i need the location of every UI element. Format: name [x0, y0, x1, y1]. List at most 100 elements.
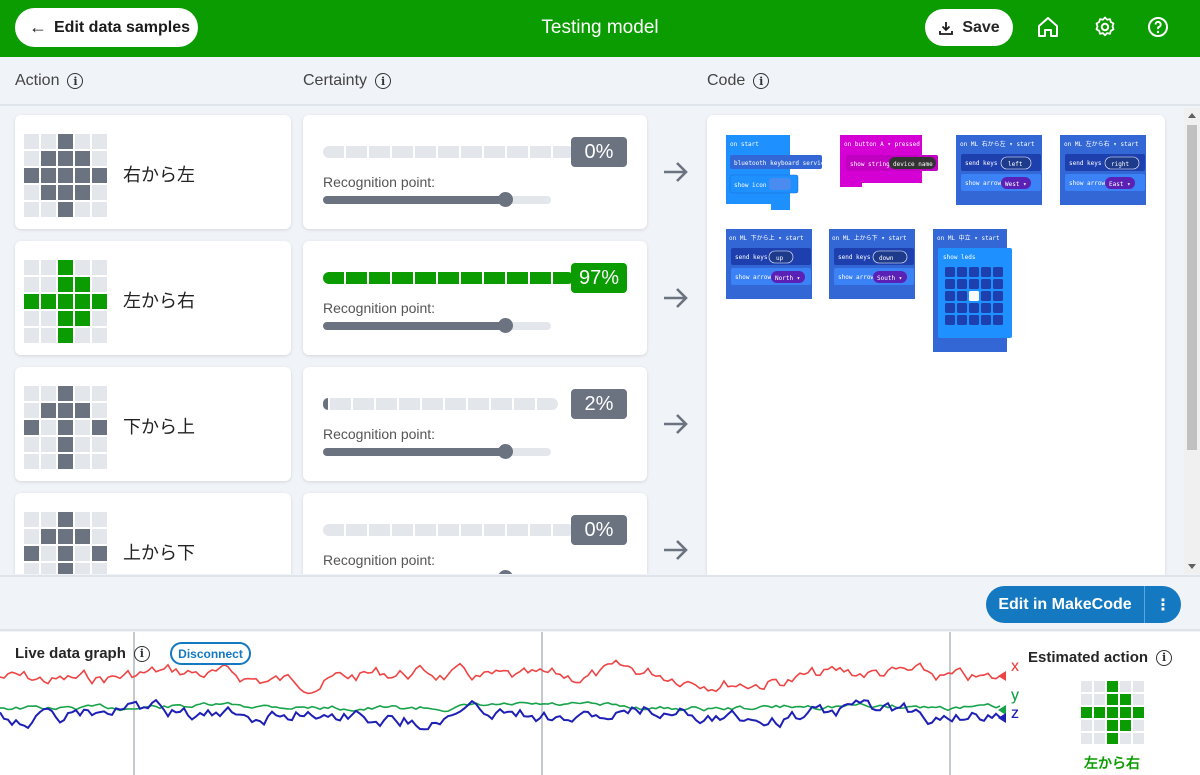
led-cell — [92, 529, 107, 544]
slider-handle[interactable] — [498, 444, 514, 459]
action-card[interactable]: 下から上 — [15, 367, 291, 481]
more-options-button[interactable]: ⋮ — [1144, 586, 1181, 623]
led-cell — [92, 403, 107, 418]
meter-segment — [553, 524, 574, 536]
led-cell — [1094, 707, 1105, 718]
scroll-down-icon[interactable] — [1188, 564, 1196, 569]
recognition-point-slider[interactable] — [323, 444, 551, 459]
block-text: send keys — [838, 254, 871, 261]
led-cell — [1081, 707, 1092, 718]
led-cell — [41, 185, 56, 200]
settings-gear-icon[interactable] — [1093, 15, 1117, 39]
help-icon[interactable] — [1146, 15, 1170, 39]
app-header: ← Edit data samples Testing model Save — [0, 0, 1200, 57]
led-cell — [41, 294, 56, 309]
meter-segment — [507, 524, 528, 536]
on-ml-block: on ML 中立 ▾ start show leds — [933, 229, 1012, 352]
code-preview-panel[interactable]: on start bluetooth keyboard service show… — [707, 115, 1165, 575]
led-cell — [75, 260, 90, 275]
led-cell — [75, 185, 90, 200]
x-axis-label: x — [1011, 658, 1019, 675]
slider-handle[interactable] — [498, 192, 514, 207]
led-cell — [1094, 681, 1105, 692]
led-cell — [92, 134, 107, 149]
action-rows-list[interactable]: 右から左 0% Recognition point: 左から右 97% Reco… — [0, 108, 700, 574]
led-cell — [24, 420, 39, 435]
certainty-column-header: Certainty i — [303, 72, 392, 90]
meter-segment — [330, 398, 351, 410]
led-cell — [75, 168, 90, 183]
block-text: send keys — [965, 160, 998, 167]
led-cell — [1120, 694, 1131, 705]
led-cell — [92, 168, 107, 183]
led-cell — [58, 386, 73, 401]
led-cell — [41, 563, 56, 574]
led-cell — [41, 277, 56, 292]
action-card[interactable]: 右から左 — [15, 115, 291, 229]
led-cell — [58, 277, 73, 292]
slider-handle[interactable] — [498, 318, 514, 333]
edit-in-makecode-button[interactable]: Edit in MakeCode — [986, 586, 1144, 623]
info-icon[interactable]: i — [67, 73, 84, 89]
recognition-point-slider[interactable] — [323, 192, 551, 207]
info-icon[interactable]: i — [1156, 649, 1173, 666]
led-cell — [92, 512, 107, 527]
meter-segment — [415, 524, 436, 536]
led-cell — [1081, 720, 1092, 731]
led-cell — [92, 277, 107, 292]
scrollbar-thumb[interactable] — [1187, 125, 1197, 450]
led-cell — [41, 546, 56, 561]
x-marker-icon — [998, 671, 1006, 681]
graph-title-label: Live data graph — [15, 645, 126, 662]
led-cell — [58, 185, 73, 200]
block-text: show leds — [943, 254, 976, 261]
led-cell — [58, 529, 73, 544]
led-cell — [993, 267, 1003, 277]
led-cell — [92, 311, 107, 326]
recognition-point-label: Recognition point: — [323, 300, 436, 316]
led-cell — [957, 303, 967, 313]
led-cell — [993, 291, 1003, 301]
led-cell — [58, 454, 73, 469]
page-title: Testing model — [541, 17, 659, 38]
block-text: send keys — [1069, 160, 1102, 167]
slider-handle[interactable] — [498, 570, 514, 574]
led-cell — [75, 311, 90, 326]
save-button[interactable]: Save — [925, 9, 1013, 46]
led-cell — [41, 168, 56, 183]
led-cell — [58, 202, 73, 217]
led-cell — [58, 151, 73, 166]
led-cell — [1133, 681, 1144, 692]
block-text: left — [1008, 161, 1023, 168]
code-scrollbar[interactable] — [1184, 108, 1200, 574]
block-text: show arrow — [965, 180, 1002, 187]
info-icon[interactable]: i — [375, 73, 392, 89]
scroll-up-icon[interactable] — [1188, 113, 1196, 118]
block-text: up — [776, 255, 784, 262]
led-cell — [1133, 707, 1144, 718]
led-cell — [58, 403, 73, 418]
meter-segment — [392, 272, 413, 284]
info-icon[interactable]: i — [753, 73, 770, 89]
led-cell — [58, 420, 73, 435]
led-cell — [92, 546, 107, 561]
action-card[interactable]: 上から下 — [15, 493, 291, 574]
recognition-point-slider[interactable] — [323, 318, 551, 333]
home-icon[interactable] — [1036, 15, 1060, 39]
disconnect-button[interactable]: Disconnect — [170, 642, 251, 665]
meter-segment — [537, 398, 558, 410]
led-cell — [75, 151, 90, 166]
info-icon[interactable]: i — [133, 645, 150, 662]
led-cell — [945, 267, 955, 277]
meter-segment — [484, 272, 505, 284]
led-cell — [41, 311, 56, 326]
action-card[interactable]: 左から右 — [15, 241, 291, 355]
action-led-icon — [24, 386, 107, 469]
edit-data-samples-button[interactable]: ← Edit data samples — [15, 8, 198, 47]
y-axis-label: y — [1011, 687, 1019, 704]
block-text: device name — [893, 161, 933, 168]
led-cell — [41, 437, 56, 452]
meter-segment — [445, 398, 466, 410]
led-cell — [24, 403, 39, 418]
meter-segment — [415, 146, 436, 158]
